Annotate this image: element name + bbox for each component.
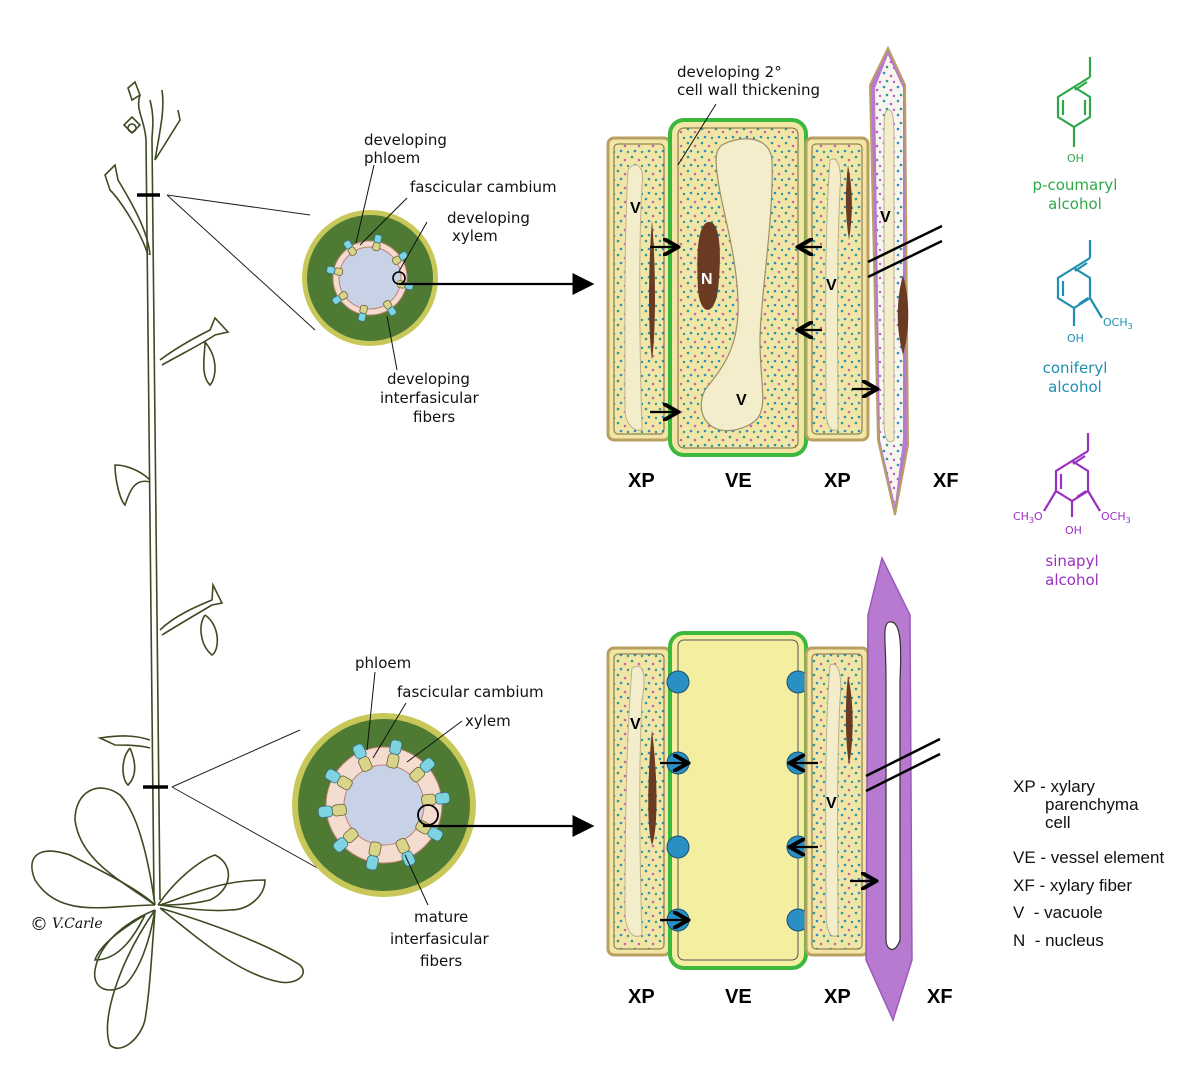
artist-signature: V.Carle [52,916,103,932]
mature-stem-cross-section [292,713,476,897]
caption-xp: XP [824,986,851,1008]
nucleus [649,220,655,360]
label-wall-thickening: developing 2°cell wall thickening [677,63,820,99]
vascular-bundles [326,234,414,322]
vascular-bundle [326,265,344,276]
p-coumaryl-alcohol-structure [1056,57,1092,147]
methoxy-group: OCH3 [1103,316,1133,331]
bordered-pit [666,835,690,859]
mature-xylem-cells: V V [606,555,941,1023]
developing-xylem-cells: N V V V V [606,45,943,516]
vascular-bundle [409,757,436,783]
oh-group: OH [1065,524,1082,537]
methoxy-group: OCH3 [1101,510,1131,525]
vacuole-label: V [880,209,891,226]
vacuole-label: V [826,277,837,294]
vascular-bundle [365,841,382,871]
vascular-bundle [332,827,359,853]
oh-group: OH [1067,332,1084,345]
magnify-arrow [422,815,595,837]
legend-item-n: N - nucleus [1013,931,1104,950]
zoom-line [171,786,331,876]
caption-xp: XP [628,986,655,1008]
legend-item-v: V - vacuole [1013,903,1103,922]
sinapyl-alcohol-structure [1043,433,1101,517]
vascular-bundle [391,251,409,265]
label-fascicular-cambium: fascicular cambium [397,683,544,701]
vascular-bundles [317,739,451,871]
bordered-pit [666,670,690,694]
bottom-cell-captions: XP VE XP XF [628,986,953,1008]
vascular-bundle [357,304,368,322]
legend-item-ve: VE - vessel element [1013,848,1164,867]
vascular-bundle [324,768,353,791]
caption-xp: XP [628,470,655,492]
arabidopsis-plant [31,80,304,1049]
zoom-line [166,194,311,216]
top-cell-captions: XP VE XP XF [628,470,959,492]
vascular-bundle [372,234,383,252]
vascular-bundle [352,743,373,772]
vacuole-label: V [736,392,747,409]
vacuole-label: V [826,795,837,812]
label-phloem: phloem [355,654,411,672]
oh-group: OH [1067,152,1084,165]
zoom-line [166,194,316,331]
vacuole-label: V [630,716,641,733]
label-xylem: xylem [465,712,511,730]
vascular-bundle [331,291,349,305]
methoxy-group: CH3O [1013,510,1043,525]
caption-xp: XP [824,470,851,492]
vascular-bundle [383,299,397,317]
vascular-bundle [317,803,347,818]
caption-xf: XF [927,986,953,1008]
vascular-bundle [343,239,357,257]
legend-item-xf: XF - xylary fiber [1013,876,1132,895]
caption-ve: VE [725,986,752,1008]
nucleus [697,221,720,310]
nucleus-label: N [701,271,713,288]
coniferyl-alcohol-structure [1056,240,1103,326]
vacuole-label: V [630,200,641,217]
caption-xf: XF [933,470,959,492]
vacuole [700,138,773,432]
vascular-bundle [415,819,444,842]
copyright-symbol: © [30,914,48,935]
vascular-bundle [386,739,403,769]
label-fascicular-cambium: fascicular cambium [410,178,557,196]
vacuole [624,164,644,431]
caption-ve: VE [725,470,752,492]
fiber-lumen [884,621,902,950]
zoom-line [171,729,301,788]
developing-stem-cross-section [302,210,438,346]
